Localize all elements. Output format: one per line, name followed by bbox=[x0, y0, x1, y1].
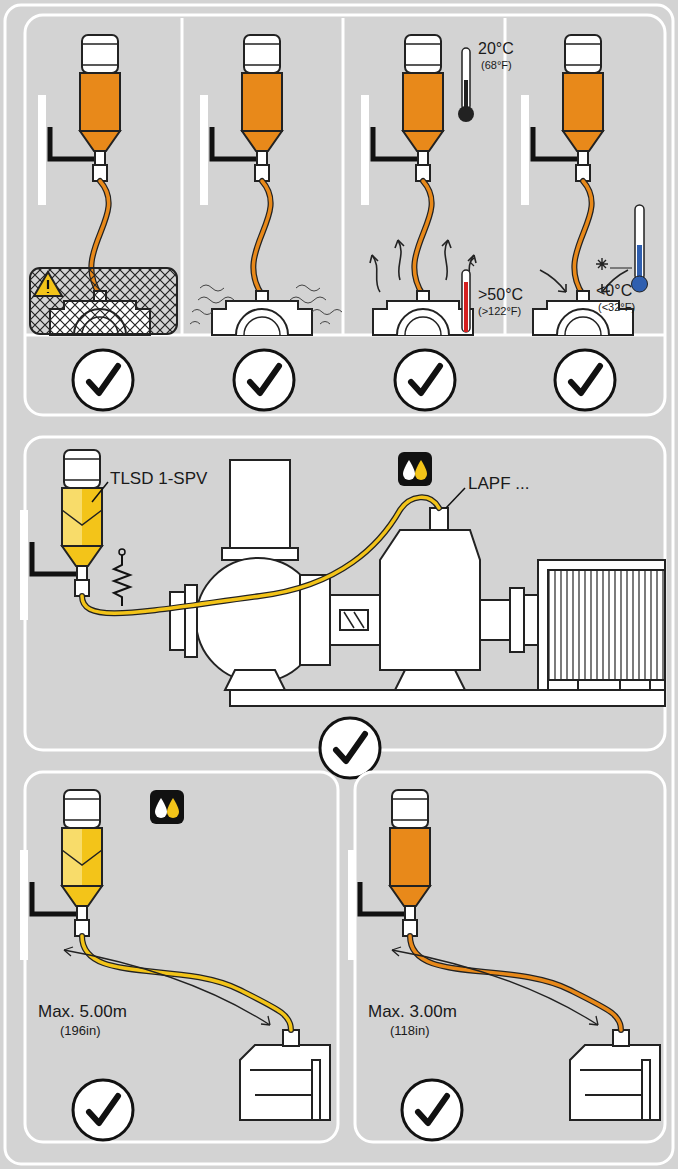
label-temp: <0°C bbox=[596, 282, 632, 300]
label-temp: >50°C bbox=[478, 286, 523, 304]
label-temp-f: (<32°F) bbox=[598, 301, 635, 313]
dimension: Max. 5.00m bbox=[38, 1003, 127, 1022]
dimension: Max. 3.00m bbox=[368, 1003, 457, 1022]
label-temp: 20°C bbox=[478, 40, 514, 58]
label-temp-f: (>122°F) bbox=[478, 305, 521, 317]
label-temp-f: (68°F) bbox=[481, 59, 512, 71]
dimension-sub: (118in) bbox=[390, 1024, 430, 1038]
dimension-sub: (196in) bbox=[60, 1024, 100, 1038]
part-name: LAPF ... bbox=[468, 475, 529, 494]
part-name: TLSD 1-SPV bbox=[110, 470, 207, 489]
